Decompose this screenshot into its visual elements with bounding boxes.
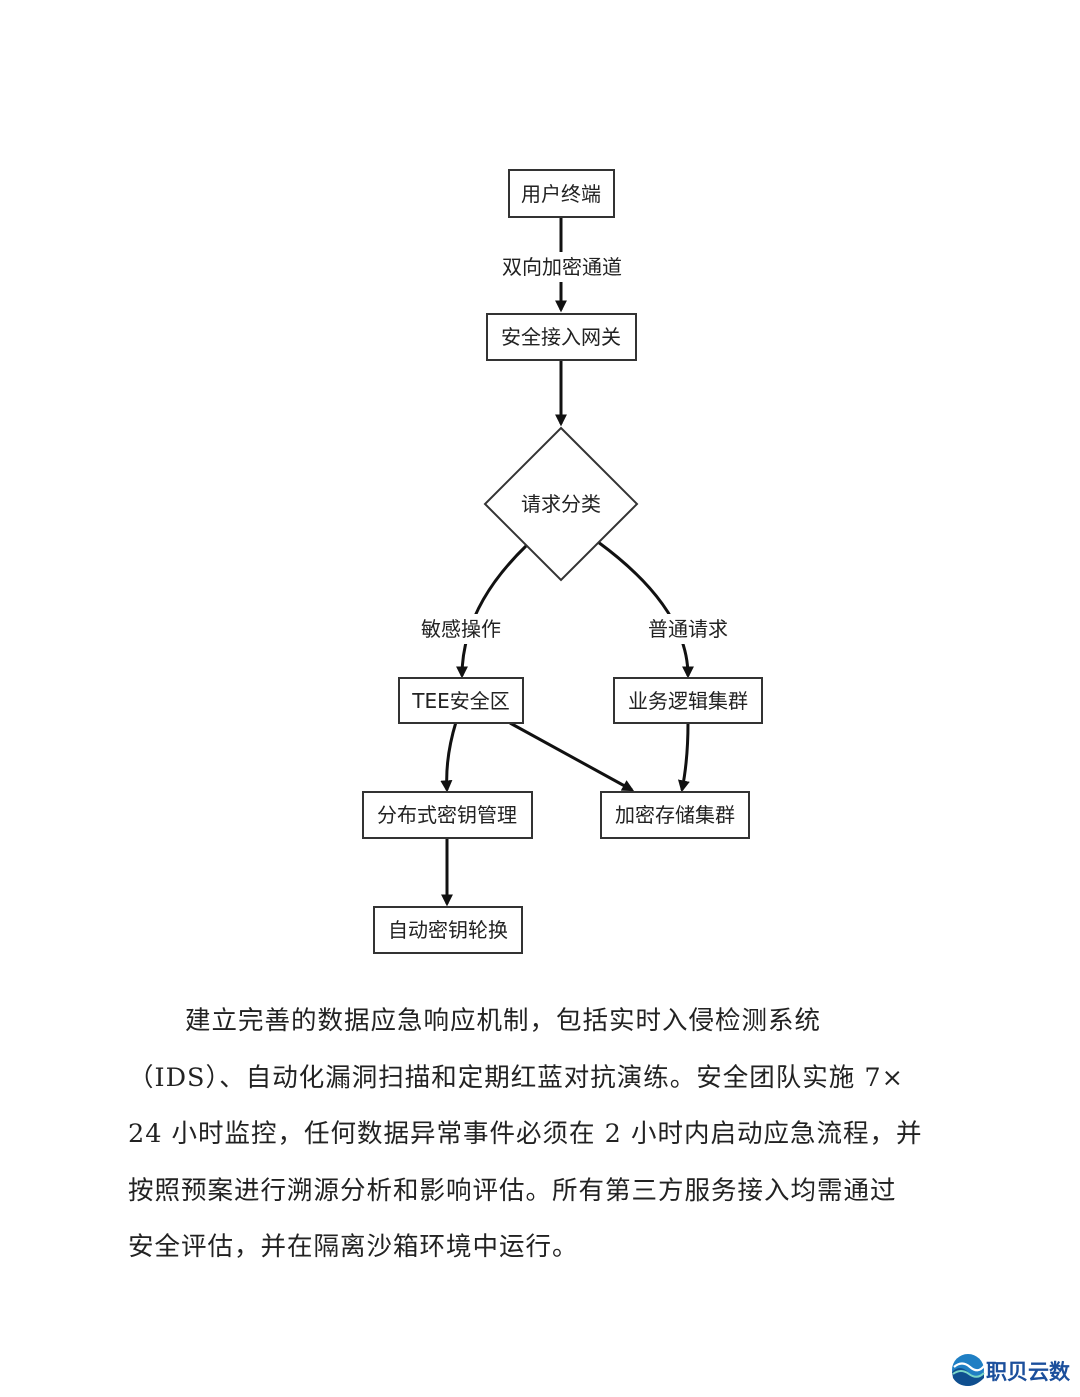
paragraph-line: 按照预案进行溯源分析和影响评估。所有第三方服务接入均需通过 [128, 1175, 897, 1206]
node-label: 分布式密钥管理 [377, 803, 517, 827]
paragraph-line: 24 小时监控，任何数据异常事件必须在 2 小时内启动应急流程，并 [128, 1119, 923, 1149]
node-user-terminal: 用户终端 [508, 169, 615, 218]
node-label: 安全接入网关 [501, 325, 621, 349]
node-label: 业务逻辑集群 [628, 689, 748, 713]
security-flowchart: 双向加密通道 敏感操作 普通请求 用户终端 安全接入网关 请求分类 TEE安全区 [362, 169, 763, 954]
node-secure-gateway: 安全接入网关 [486, 313, 637, 361]
paragraph-line: 安全评估，并在隔离沙箱环境中运行。 [128, 1232, 579, 1262]
edge-label-text: 敏感操作 [421, 617, 501, 641]
node-key-rotation: 自动密钥轮换 [373, 906, 523, 954]
edge-label-normal-request: 普通请求 [642, 614, 734, 644]
edge-label-bidirectional-channel: 双向加密通道 [494, 252, 630, 282]
body-paragraph: 建立完善的数据应急响应机制，包括实时入侵检测系统 （IDS）、自动化漏洞扫描和定… [128, 993, 958, 1276]
node-business-cluster: 业务逻辑集群 [613, 677, 763, 724]
edge-classify-to-business [597, 540, 694, 679]
edge-classify-to-tee [456, 544, 528, 679]
node-label: 加密存储集群 [615, 803, 735, 827]
globe-wave-logo-icon [952, 1354, 985, 1386]
edge-label-text: 双向加密通道 [502, 255, 622, 279]
brand-logo-text: 职贝云数 [986, 1360, 1070, 1384]
node-label: 自动密钥轮换 [388, 918, 508, 942]
node-encrypted-storage: 加密存储集群 [600, 791, 750, 839]
node-key-management: 分布式密钥管理 [362, 791, 533, 839]
edge-business-to-storage [677, 722, 690, 793]
node-tee-zone: TEE安全区 [398, 677, 524, 724]
edge-label-text: 普通请求 [648, 617, 728, 641]
node-label: 请求分类 [521, 492, 601, 516]
node-label: 用户终端 [521, 182, 601, 206]
node-request-classify: 请求分类 [483, 426, 639, 582]
flowchart-edges [440, 217, 694, 907]
node-label: TEE安全区 [411, 689, 510, 713]
edge-tee-to-keymgmt [440, 721, 458, 793]
paragraph-line: （IDS）、自动化漏洞扫描和定期红蓝对抗演练。安全团队实施 7× [128, 1062, 904, 1093]
paragraph-line: 建立完善的数据应急响应机制，包括实时入侵检测系统 [185, 1006, 822, 1036]
edge-tee-to-storage [509, 721, 635, 792]
edge-label-sensitive-operation: 敏感操作 [415, 614, 507, 644]
